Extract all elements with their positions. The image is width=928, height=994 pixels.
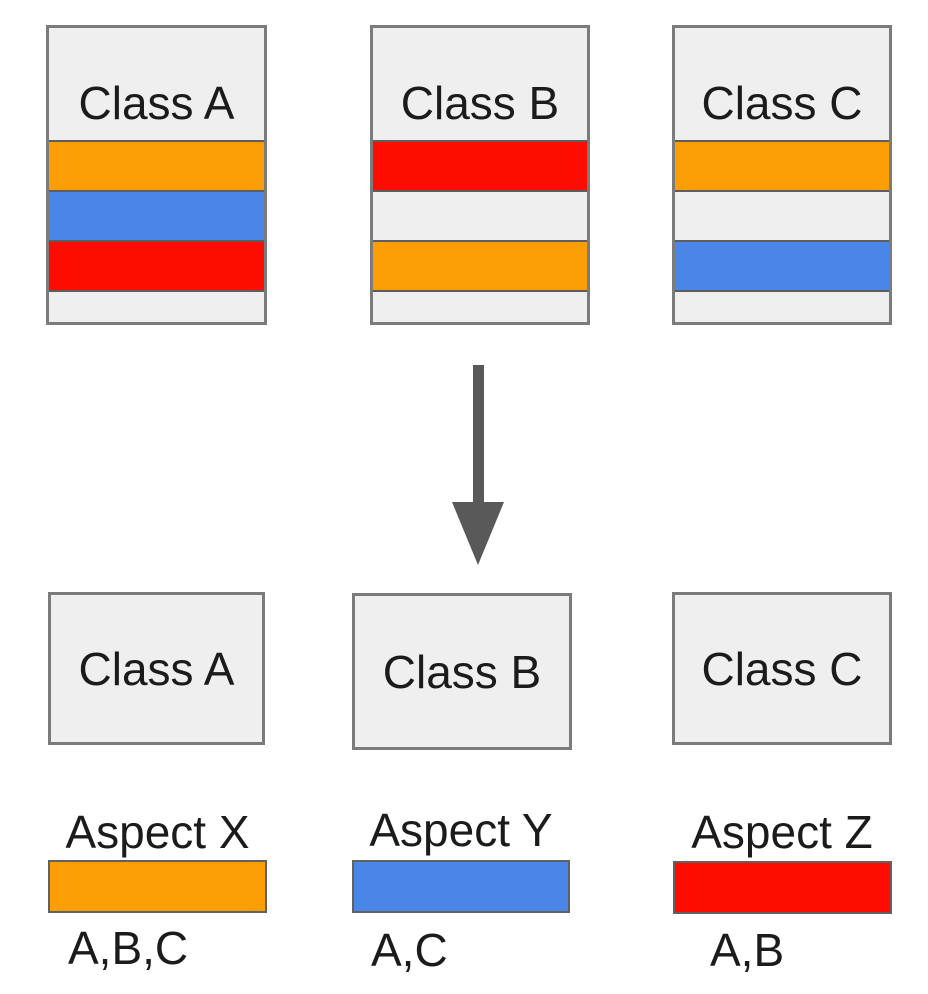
stripe-blue bbox=[675, 240, 889, 290]
aspect-z-label: Aspect Z bbox=[691, 806, 873, 858]
class-title: Class A bbox=[78, 642, 235, 695]
class-card-top-a: Class A bbox=[46, 25, 267, 325]
down-arrow-icon bbox=[450, 365, 506, 567]
class-title: Class C bbox=[701, 642, 863, 695]
aspect-y-class-list: A,C bbox=[371, 924, 448, 976]
stripe-stack bbox=[675, 140, 889, 290]
card-footer bbox=[49, 290, 264, 322]
stripe-orange bbox=[49, 140, 264, 190]
stripe-stack bbox=[49, 140, 264, 290]
stripe-red bbox=[373, 140, 587, 190]
class-card-bottom-c: Class C bbox=[672, 592, 892, 745]
aspect-x-class-list: A,B,C bbox=[68, 922, 189, 974]
aspect-x-label: Aspect X bbox=[65, 806, 250, 858]
class-card-top-b: Class B bbox=[370, 25, 590, 325]
stripe-blue bbox=[49, 190, 264, 240]
class-title: Class C bbox=[701, 77, 863, 129]
stripe-orange bbox=[675, 140, 889, 190]
class-title: Class B bbox=[382, 645, 542, 698]
class-card-bottom-a: Class A bbox=[48, 592, 265, 745]
aspect-z-class-list: A,B bbox=[710, 924, 785, 976]
class-card-bottom-b: Class B bbox=[352, 593, 572, 750]
class-title: Class A bbox=[78, 77, 235, 129]
aspect-y-color-bar bbox=[352, 860, 570, 913]
stripe-empty bbox=[373, 190, 587, 240]
stripe-stack bbox=[373, 140, 587, 290]
card-footer bbox=[675, 290, 889, 322]
class-card-top-c: Class C bbox=[672, 25, 892, 325]
card-footer bbox=[373, 290, 587, 322]
stripe-orange bbox=[373, 240, 587, 290]
stripe-red bbox=[49, 240, 264, 290]
stripe-empty bbox=[675, 190, 889, 240]
aspect-z-color-bar bbox=[673, 861, 892, 914]
class-title: Class B bbox=[400, 77, 560, 129]
aspect-x-color-bar bbox=[48, 860, 267, 913]
aspect-y-label: Aspect Y bbox=[369, 804, 553, 856]
